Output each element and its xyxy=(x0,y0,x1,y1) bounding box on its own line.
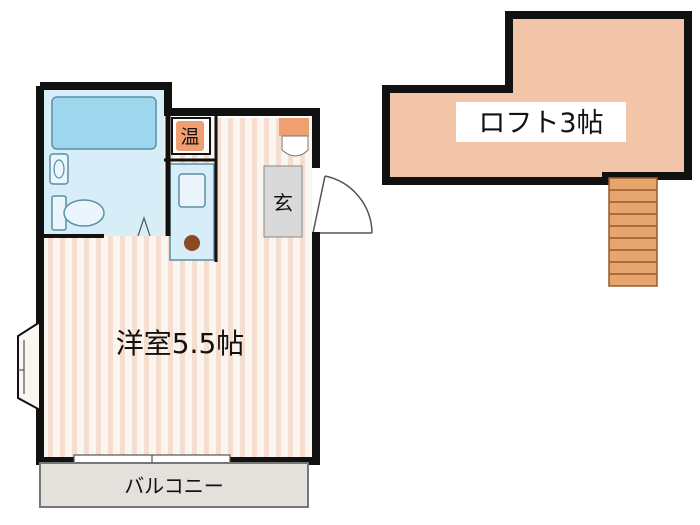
loft-label-bg xyxy=(456,102,626,142)
loft-floor xyxy=(382,11,692,185)
loft-ladder xyxy=(608,177,658,287)
western-room-label: 洋室5.5帖 xyxy=(116,327,245,360)
stove-burner xyxy=(184,235,200,251)
bathtub xyxy=(51,96,157,150)
entrance: 玄 xyxy=(263,165,303,238)
entrance-label: 玄 xyxy=(273,191,293,215)
toilet xyxy=(51,195,105,231)
balcony-window xyxy=(73,454,231,464)
balcony-label: バルコニー xyxy=(124,474,224,498)
loft: ロフト3帖 xyxy=(382,11,692,185)
balcony: バルコニー xyxy=(39,462,309,508)
water-heater-label: 温 xyxy=(180,126,199,148)
entrance-door xyxy=(312,175,373,234)
bay-window xyxy=(17,320,41,412)
kitchen xyxy=(169,163,215,261)
water-heater: 温 xyxy=(171,117,211,155)
loft-label: ロフト3帖 xyxy=(478,108,603,139)
washer-space xyxy=(279,118,309,157)
sink xyxy=(49,153,69,185)
unit-bath xyxy=(44,90,164,238)
kitchen-sink xyxy=(178,173,206,208)
